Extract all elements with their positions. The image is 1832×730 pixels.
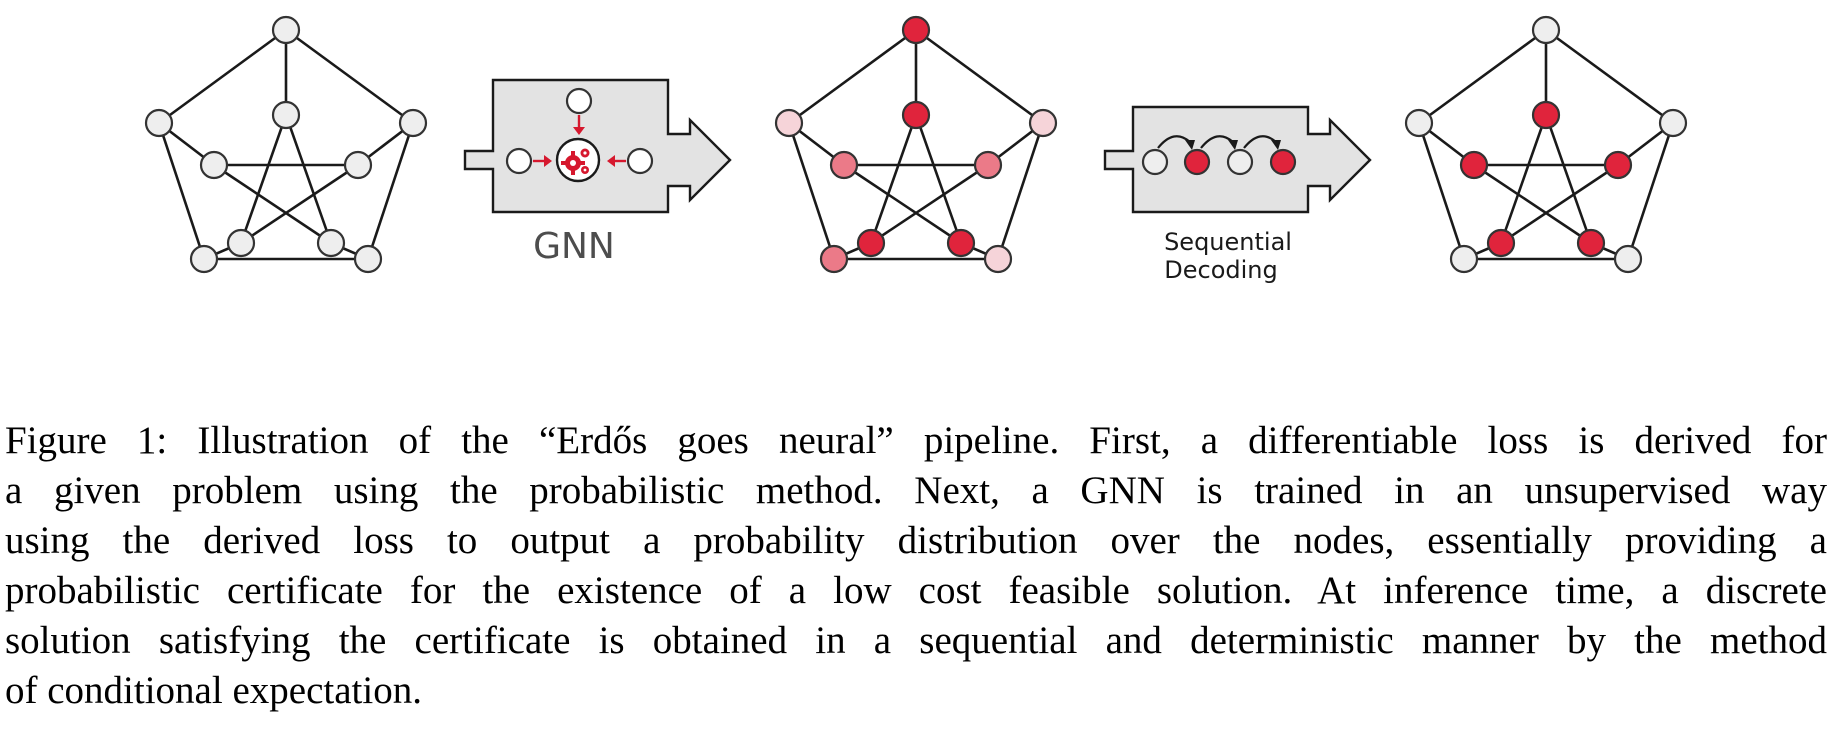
- prob-graph-node: [1028, 108, 1058, 138]
- decoded-graph-node: [1486, 228, 1516, 258]
- decoded-graph-node: [1613, 244, 1643, 274]
- decoded-graph-node: [1576, 228, 1606, 258]
- decoded-graph-node: [1404, 108, 1434, 138]
- prob-graph-edge: [787, 122, 836, 260]
- decoded-graph-edge: [1626, 122, 1675, 260]
- decoded-graph-node: [1603, 150, 1633, 180]
- prob-graph-edge: [870, 163, 989, 245]
- input-graph-edge: [366, 122, 415, 260]
- input-graph-edge: [240, 163, 359, 245]
- caption-line-2: a given problem using the probabilistic …: [5, 469, 1827, 512]
- decoded-graph-edge: [1499, 114, 1548, 244]
- input-graph-node: [271, 100, 301, 130]
- gnn-puzzle-shape: [463, 78, 732, 214]
- decoded-graph-node: [1658, 108, 1688, 138]
- input-graph: [144, 15, 428, 274]
- caption-line-3: using the derived loss to output a proba…: [5, 519, 1827, 562]
- decoding-node-2: [1183, 148, 1211, 176]
- prob-graph-node: [819, 244, 849, 274]
- decoding-node-4: [1269, 148, 1297, 176]
- input-graph-edge: [158, 28, 287, 125]
- decoded-graph-edge: [1417, 122, 1466, 260]
- prob-graph-node: [774, 108, 804, 138]
- prob-graph-node: [946, 228, 976, 258]
- input-graph-edge: [213, 163, 332, 245]
- gnn-input-node-left: [505, 147, 533, 175]
- decoded-graph-node: [1449, 244, 1479, 274]
- prob-graph-edge: [914, 114, 963, 244]
- decoded-graph-edge: [1500, 163, 1619, 245]
- input-graph-node: [226, 228, 256, 258]
- prob-graph-node: [856, 228, 886, 258]
- input-graph-edge: [284, 114, 333, 244]
- input-graph-edge: [157, 122, 206, 260]
- input-graph-node: [189, 244, 219, 274]
- prob-graph-edge: [915, 28, 1044, 125]
- caption-line-6: of conditional expectation.: [5, 669, 422, 712]
- input-graph-node: [144, 108, 174, 138]
- input-graph-node: [353, 244, 383, 274]
- prob-graph-node: [983, 244, 1013, 274]
- sequential-decoding-block: Sequential Decoding: [1103, 105, 1372, 284]
- decoding-step-arrows: [1157, 135, 1281, 150]
- gnn-input-node-top: [565, 87, 593, 115]
- input-graph-node: [199, 150, 229, 180]
- decoded-graph-edge: [1473, 163, 1592, 245]
- decoded-graph-edge: [1544, 114, 1593, 244]
- pipeline-figure: GNN Sequential Decoding: [144, 15, 1688, 284]
- prob-graph-edge: [996, 122, 1045, 260]
- prob-graph-edge: [843, 163, 962, 245]
- prob-graph-node: [901, 100, 931, 130]
- gnn-block: GNN: [463, 78, 732, 267]
- probability-graph: [774, 15, 1058, 274]
- decoded-graph-node: [1531, 15, 1561, 45]
- prob-graph-edge: [788, 28, 917, 125]
- input-graph-edge: [285, 28, 414, 125]
- caption-line-4: probabilistic certificate for the existe…: [5, 569, 1827, 612]
- sequential-label-line1: Sequential: [1164, 228, 1292, 256]
- caption-line-1: Figure 1: Illustration of the “Erdős goe…: [5, 419, 1827, 462]
- prob-graph-node: [901, 15, 931, 45]
- input-graph-edge: [239, 114, 288, 244]
- sequential-label-line2: Decoding: [1164, 256, 1277, 284]
- gnn-label: GNN: [533, 226, 615, 267]
- prob-graph-node: [829, 150, 859, 180]
- caption-line-5: solution satisfying the certificate is o…: [5, 619, 1827, 662]
- prob-graph-node: [973, 150, 1003, 180]
- decoding-node-1: [1141, 148, 1169, 176]
- figure-caption: Figure 1: Illustration of the “Erdős goe…: [5, 416, 1827, 716]
- decoding-node-3: [1226, 148, 1254, 176]
- message-arrows: [533, 115, 626, 167]
- input-graph-node: [343, 150, 373, 180]
- decoded-graph: [1404, 15, 1688, 274]
- input-graph-node: [271, 15, 301, 45]
- input-graph-node: [398, 108, 428, 138]
- decoded-graph-edge: [1545, 28, 1674, 125]
- gnn-input-node-right: [626, 147, 654, 175]
- gears-icon: [561, 148, 590, 175]
- input-graph-node: [316, 228, 346, 258]
- decoded-graph-node: [1459, 150, 1489, 180]
- decoded-graph-edge: [1418, 28, 1547, 125]
- decoded-graph-node: [1531, 100, 1561, 130]
- prob-graph-edge: [869, 114, 918, 244]
